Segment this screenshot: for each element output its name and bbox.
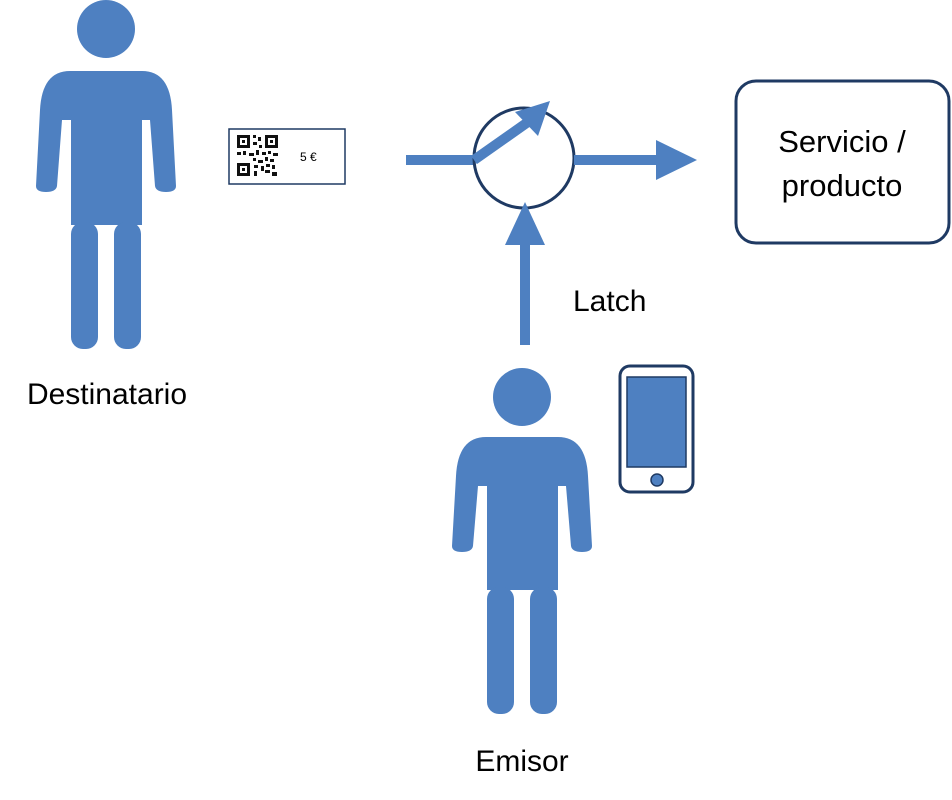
sender-label: Emisor — [475, 745, 568, 778]
service-product-box: Servicio / producto — [734, 79, 951, 245]
recipient-person-icon — [36, 0, 176, 349]
ticket: 5 € — [228, 128, 346, 185]
service-label-line2: producto — [782, 168, 903, 203]
sender-person-icon — [452, 368, 592, 714]
flow-arrow-out — [574, 140, 697, 180]
service-label-line1: Servicio / — [778, 124, 906, 159]
switch-icon — [471, 101, 576, 210]
latch-label: Latch — [573, 285, 646, 318]
qr-code-icon — [237, 135, 278, 176]
latch-arrow — [505, 202, 545, 345]
smartphone-icon — [618, 364, 695, 494]
flow-arrow-in — [406, 155, 480, 165]
ticket-amount: 5 € — [300, 150, 317, 164]
recipient-label: Destinatario — [27, 378, 187, 411]
